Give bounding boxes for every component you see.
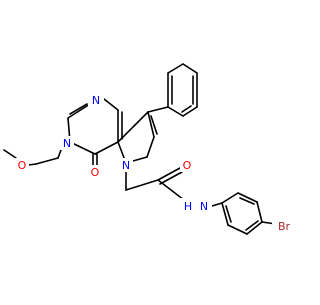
structure-drawing: N N N O O O H N Br xyxy=(3,63,296,235)
atom-h-amide: H xyxy=(184,200,192,213)
atom-o-ether: O xyxy=(18,159,27,172)
bonds xyxy=(3,63,277,235)
bond-amide-cn xyxy=(157,179,185,201)
bromophenyl-ring xyxy=(221,192,263,235)
atom-n-amide: N xyxy=(200,200,208,213)
methoxyethyl-chain xyxy=(3,141,65,166)
bond-amide-co xyxy=(157,167,181,181)
atom-n3: N xyxy=(63,137,71,150)
atom-br: Br xyxy=(278,220,291,233)
bond-ch2-co xyxy=(125,179,159,191)
bond-n-aryl xyxy=(211,202,223,207)
phenyl-ring xyxy=(167,63,198,117)
pyrrole-ring xyxy=(117,111,158,164)
structure-canvas: N N N O O O H N Br xyxy=(3,63,296,235)
atom-n5: N xyxy=(122,159,130,172)
atom-labels: N N N O O O H N Br xyxy=(15,93,296,233)
atom-n1: N xyxy=(92,94,100,107)
bond-amide-co-double xyxy=(159,171,183,185)
bond-phenyl-c7 xyxy=(147,106,169,113)
pyrimidinone-ring xyxy=(67,98,123,155)
atom-o-carbonyl: O xyxy=(91,166,100,179)
atom-o-amide: O xyxy=(183,159,192,172)
